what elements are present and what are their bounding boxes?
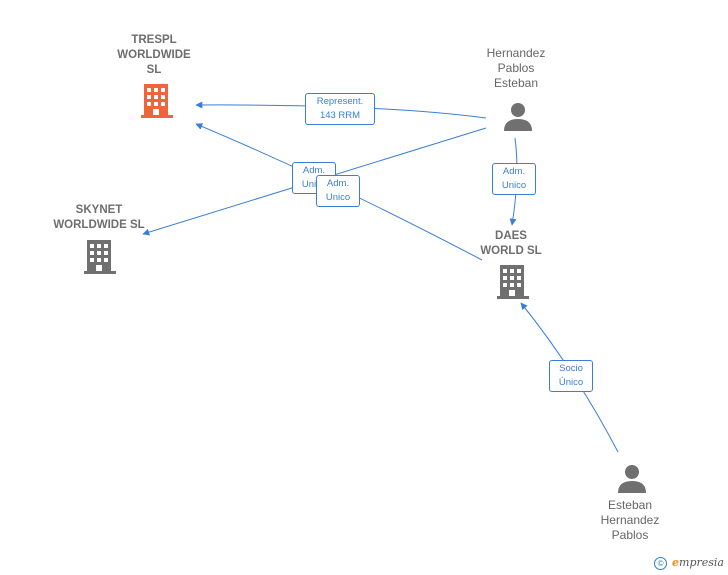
person-icon	[504, 103, 532, 131]
person-icon	[618, 465, 646, 493]
building-icon	[84, 240, 116, 274]
edge-label-socio: Socio Único	[549, 360, 593, 392]
edge-label-represent: Represent. 143 RRM	[305, 93, 375, 125]
company-label-skynet[interactable]: SKYNET WORLDWIDE SL	[53, 204, 145, 231]
building-icon	[497, 265, 529, 299]
empresia-logo[interactable]: ©empresia	[654, 556, 724, 570]
building-icon	[141, 84, 173, 118]
edge-label-adm: Adm. Unico	[492, 163, 536, 195]
copyright-icon: ©	[654, 557, 668, 570]
company-label-trespl[interactable]: TRESPL WORLDWIDE SL	[117, 34, 191, 76]
person-label-esteban[interactable]: Esteban Hernandez Pablos	[600, 498, 660, 542]
person-label-hernandez[interactable]: Hernandez Pablos Esteban	[486, 46, 546, 90]
company-label-daes[interactable]: DAES WORLD SL	[480, 230, 542, 257]
edge-label-adm: Adm. Unico	[316, 175, 360, 207]
